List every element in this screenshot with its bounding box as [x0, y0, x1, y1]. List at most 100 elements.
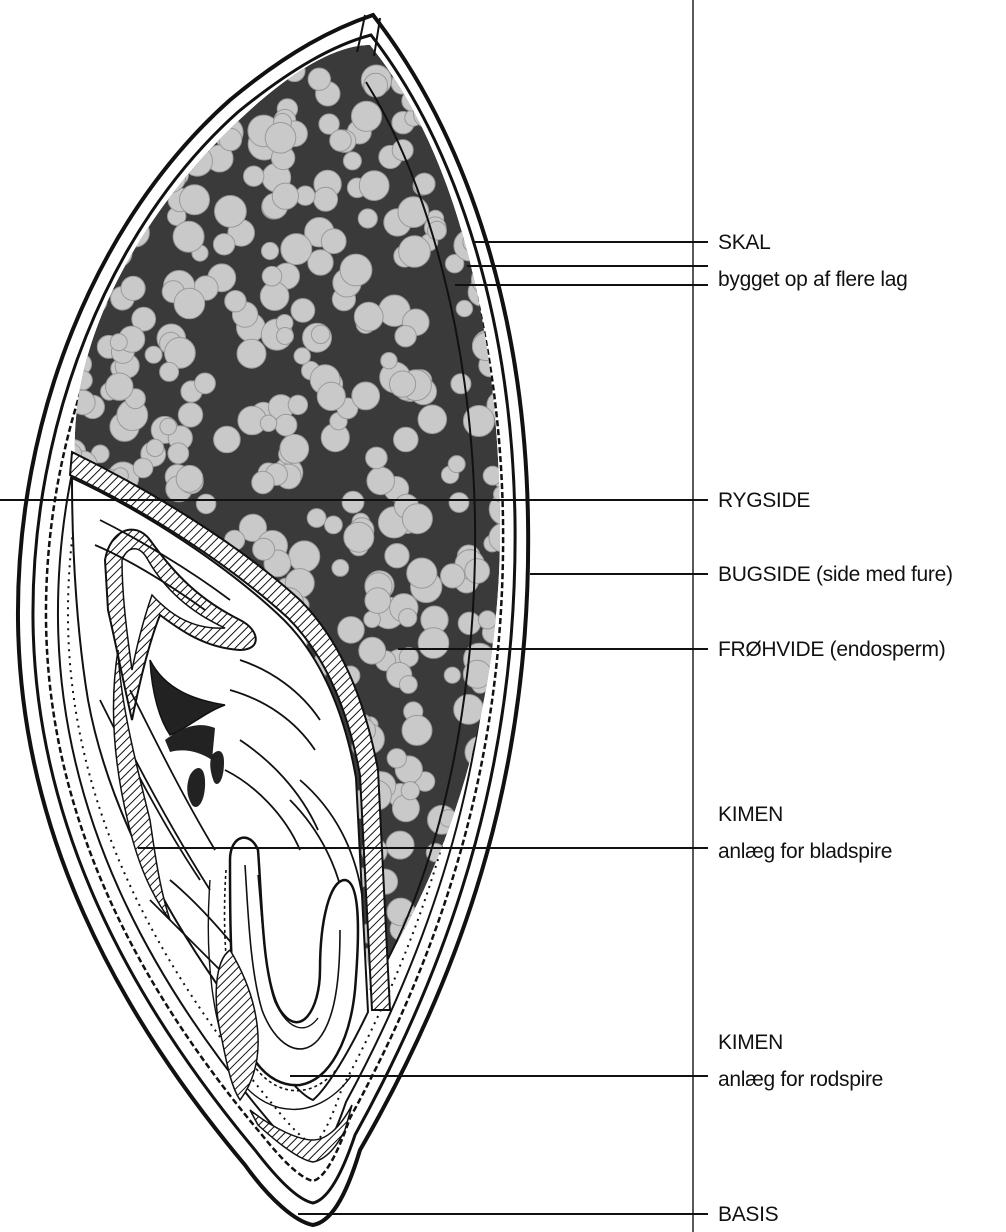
starch-grain	[358, 209, 377, 228]
starch-grain	[252, 471, 274, 493]
starch-grain	[366, 447, 388, 469]
starch-grain	[142, 104, 161, 123]
starch-grain	[191, 75, 217, 101]
starch-grain	[59, 967, 85, 993]
starch-grain	[71, 250, 91, 270]
starch-grain	[394, 427, 419, 452]
starch-grain	[166, 97, 188, 119]
starch-grain	[436, 81, 452, 97]
starch-grain	[214, 426, 241, 453]
starch-grain	[84, 74, 112, 102]
starch-grain	[407, 558, 437, 588]
label-basis: BASIS	[718, 1204, 778, 1225]
starch-grain	[486, 890, 506, 910]
starch-grain	[253, 538, 275, 560]
label-kimen-bladspire-title: KIMEN	[718, 803, 783, 826]
starch-grain	[311, 325, 329, 343]
starch-grain	[97, 115, 116, 134]
starch-grain	[174, 288, 205, 319]
starch-grain	[458, 612, 480, 634]
starch-grain	[484, 194, 509, 219]
starch-grain	[106, 373, 133, 400]
starch-grain	[321, 229, 346, 254]
starch-grain	[385, 544, 409, 568]
starch-grain	[95, 115, 124, 144]
starch-grain	[340, 254, 372, 286]
label-kimen-bladspire-subtitle: anlæg for bladspire	[718, 841, 892, 862]
starch-grain	[261, 242, 278, 259]
starch-grain	[288, 395, 307, 414]
starch-grain	[307, 509, 326, 528]
starch-grain	[343, 152, 361, 170]
starch-grain	[107, 66, 126, 85]
starch-grain	[231, 57, 250, 76]
starch-grain	[225, 291, 246, 312]
starch-grain	[94, 67, 119, 92]
starch-grain	[365, 588, 391, 614]
starch-grain	[354, 302, 383, 331]
starch-grain	[314, 187, 338, 211]
starch-grain	[308, 68, 330, 90]
starch-grain	[441, 564, 465, 588]
starch-grain	[176, 465, 203, 492]
starch-grain	[272, 183, 298, 209]
starch-grain	[90, 52, 115, 77]
label-rygside-title: RYGSIDE	[718, 489, 810, 512]
starch-grain	[400, 676, 418, 694]
starch-grain	[332, 560, 349, 577]
starch-grain	[102, 105, 131, 134]
label-rygside: RYGSIDE	[718, 490, 810, 511]
starch-grain	[367, 467, 395, 495]
starch-grain	[501, 65, 517, 81]
starch-grain	[466, 952, 483, 969]
starch-grain	[281, 234, 312, 265]
starch-grain	[179, 52, 198, 71]
starch-grain	[401, 782, 419, 800]
starch-grain	[418, 405, 447, 434]
label-frohvide-title: FRØHVIDE (endosperm)	[718, 638, 945, 661]
starch-grain	[56, 258, 87, 289]
starch-grain	[133, 458, 153, 478]
starch-grain	[398, 197, 429, 228]
starch-grain	[289, 541, 320, 572]
starch-grain	[481, 916, 511, 946]
label-bugside: BUGSIDE (side med fure)	[718, 564, 953, 585]
starch-grain	[489, 855, 505, 871]
starch-grain	[121, 276, 145, 300]
starch-grain	[68, 189, 94, 215]
starch-grain	[262, 266, 282, 286]
starch-grain	[92, 100, 122, 130]
starch-grain	[444, 667, 460, 683]
starch-grain	[352, 382, 380, 410]
starch-grain	[129, 48, 158, 77]
starch-grain	[386, 831, 414, 859]
starch-grain	[115, 58, 143, 86]
starch-grain	[449, 493, 469, 513]
starch-grain	[160, 362, 179, 381]
starch-grain	[75, 106, 106, 137]
starch-grain	[277, 328, 294, 345]
starch-grain	[490, 218, 508, 236]
starch-grain	[359, 637, 386, 664]
label-kimen-rodspire: KIMEN anlæg for rodspire	[718, 1032, 883, 1090]
starch-grain	[110, 334, 127, 351]
starch-grain	[147, 439, 164, 456]
starch-grain	[195, 373, 216, 394]
starch-grain	[478, 611, 496, 629]
starch-grain	[139, 117, 158, 136]
starch-grain	[171, 63, 200, 92]
label-kimen-bladspire: KIMEN anlæg for bladspire	[718, 804, 892, 862]
starch-grain	[291, 299, 315, 323]
label-kimen-rodspire-title: KIMEN	[718, 1031, 783, 1054]
starch-grain	[196, 494, 216, 514]
starch-grain	[465, 141, 484, 160]
starch-grain	[68, 976, 89, 997]
starch-grain	[94, 154, 113, 173]
starch-grain	[456, 300, 472, 316]
starch-grain	[180, 185, 210, 215]
starch-grain	[145, 346, 162, 363]
starch-grain	[454, 695, 484, 725]
starch-grain	[359, 171, 389, 201]
starch-grain	[465, 77, 494, 106]
starch-grain	[399, 236, 431, 268]
